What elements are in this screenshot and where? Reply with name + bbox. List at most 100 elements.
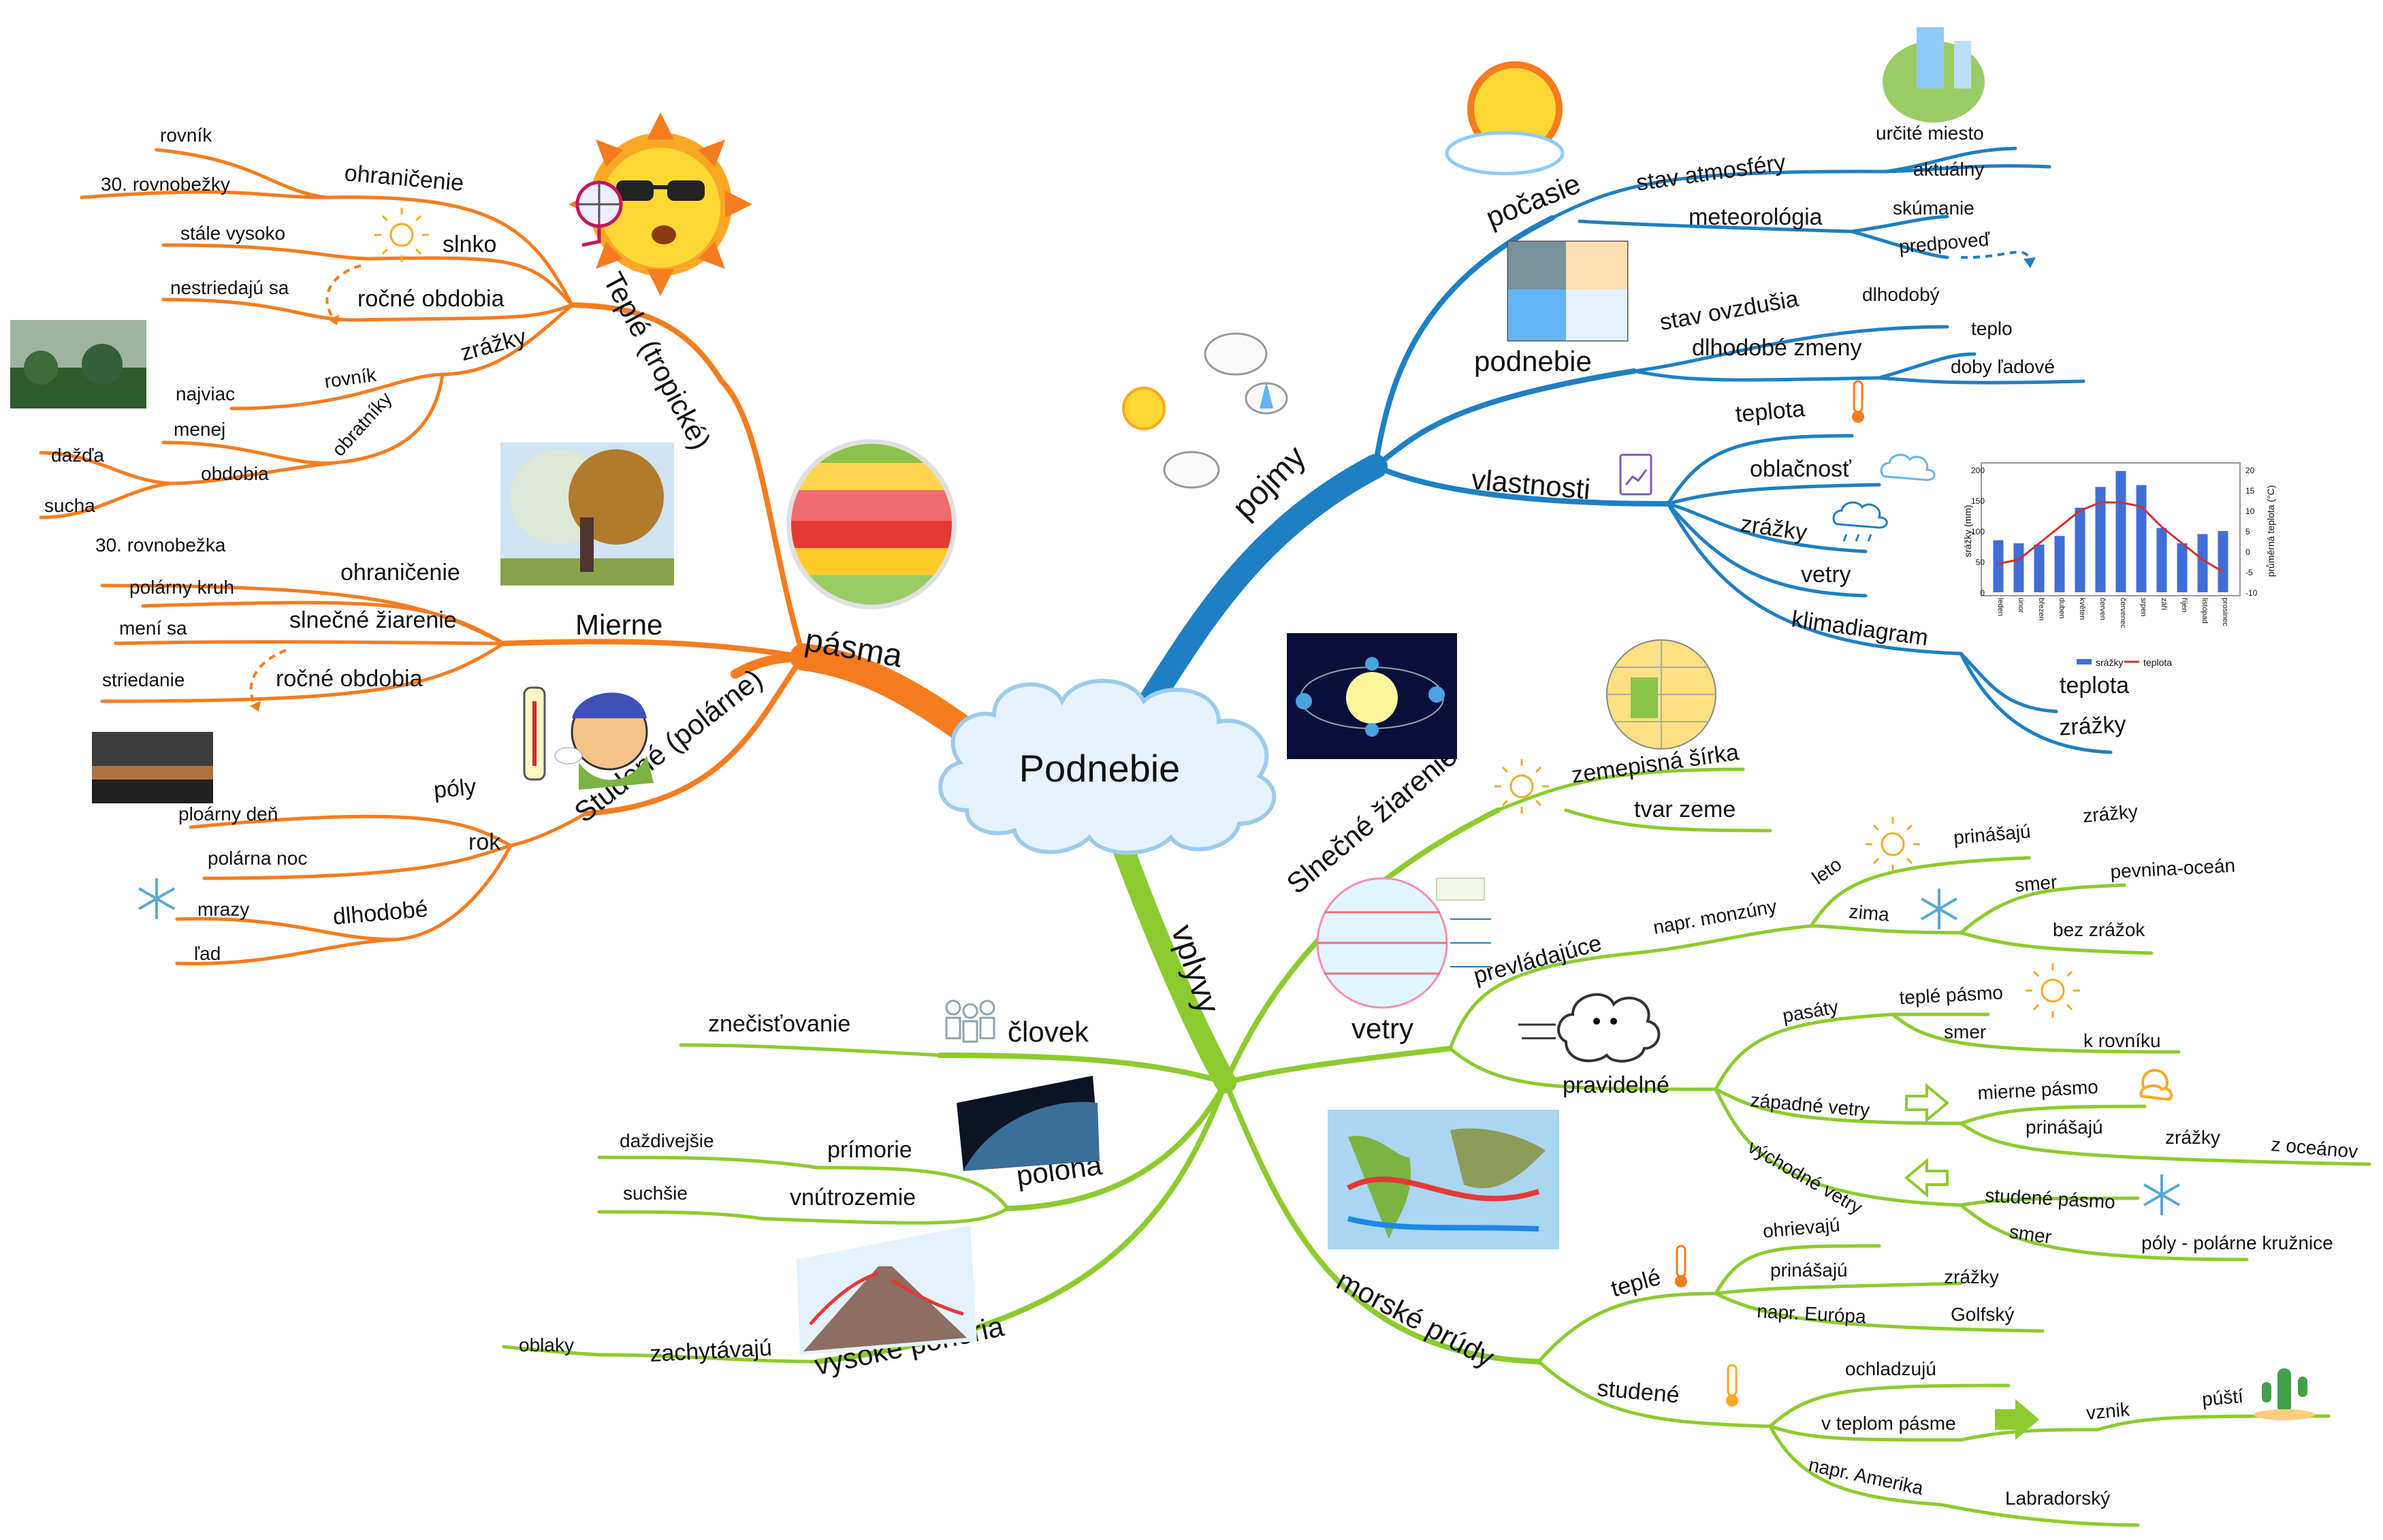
label-z-oceanov[interactable]: z oceánov [2270, 1134, 2358, 1162]
label-mierne-pasmo[interactable]: mierne pásmo [1977, 1076, 2099, 1104]
label-zrazky[interactable]: zrážky [458, 324, 529, 366]
label-stav-ovzdusia[interactable]: stav ovzdušia [1658, 286, 1801, 336]
label-rovnik-2[interactable]: rovník [323, 364, 379, 391]
label-vznik[interactable]: vznik [2085, 1398, 2131, 1424]
label-k-zrazky[interactable]: zrážky [2058, 711, 2126, 741]
label-nestriedaju-sa[interactable]: nestriedajú sa [170, 277, 289, 298]
label-napr-europa[interactable]: napr. Európa [1757, 1300, 1867, 1327]
label-polarna-noc[interactable]: polárna noc [208, 848, 307, 869]
label-meteorologia[interactable]: meteorológia [1689, 204, 1823, 230]
label-dazda[interactable]: dažďa [51, 445, 104, 466]
label-mierne-ohranicenie[interactable]: ohraničenie [340, 560, 460, 585]
label-morske-prudy[interactable]: morské prúdy [1332, 1264, 1500, 1373]
label-dazdivejsie[interactable]: daždivejšie [620, 1130, 714, 1151]
label-smer-3[interactable]: smer [2008, 1221, 2053, 1247]
label-clovek[interactable]: človek [1008, 1016, 1089, 1048]
label-dlhodobe-zmeny[interactable]: dlhodobé zmeny [1692, 335, 1862, 361]
label-pasaty[interactable]: pasáty [1781, 996, 1840, 1027]
label-obdobia[interactable]: obdobia [201, 463, 269, 484]
label-oblaky[interactable]: oblaky [519, 1334, 574, 1355]
label-teple-pasmo[interactable]: teplé pásmo [1899, 982, 2004, 1008]
label-doby-ladove[interactable]: doby ľadové [1951, 356, 2055, 377]
label-teplota[interactable]: teplota [1734, 396, 1806, 428]
label-poly[interactable]: póly [432, 774, 477, 803]
label-prinasaju-2[interactable]: prinášajú [2026, 1117, 2103, 1138]
label-oblacnost[interactable]: oblačnosť [1750, 456, 1852, 482]
label-suchsie[interactable]: suchšie [623, 1183, 688, 1204]
label-rovnik[interactable]: rovník [160, 125, 212, 146]
label-urcite-miesto[interactable]: určité miesto [1876, 123, 1984, 144]
label-mrazy[interactable]: mrazy [197, 899, 249, 920]
label-teplo[interactable]: teplo [1971, 318, 2013, 339]
polar-sunset-photo [92, 732, 213, 803]
label-vetry-zrazky[interactable]: zrážky [2082, 801, 2139, 827]
label-sucha[interactable]: sucha [44, 495, 95, 516]
label-ochladzuju[interactable]: ochladzujú [1845, 1358, 1936, 1379]
label-smer-2[interactable]: smer [1944, 1021, 1986, 1042]
label-ohrievaju[interactable]: ohrievajú [1762, 1214, 1841, 1242]
label-vnutrozemie[interactable]: vnútrozemie [790, 1185, 916, 1210]
label-pravidelne[interactable]: pravidelné [1563, 1072, 1669, 1098]
label-stav-atmosfery[interactable]: stav atmosféry [1635, 150, 1787, 196]
thermometer-warm-icon [1675, 1245, 1687, 1287]
center-cloud[interactable]: Podnebie [938, 679, 1277, 855]
label-zrazky-2[interactable]: zrážky [2165, 1127, 2220, 1148]
label-studene-pasmo[interactable]: studené pásmo [1985, 1185, 2116, 1213]
label-poly-polarne[interactable]: póly - polárne kružnice [2141, 1232, 2333, 1253]
label-dlhodobe[interactable]: dlhodobé [332, 896, 429, 930]
label-teple[interactable]: Teplé (tropické) [597, 267, 717, 455]
label-prinasaju[interactable]: prinášajú [1953, 820, 2032, 848]
label-prevladajuce[interactable]: prevládajúce [1471, 930, 1604, 989]
label-podnebie[interactable]: podnebie [1474, 345, 1592, 377]
label-vychodne-vetry[interactable]: východné vetry [1744, 1136, 1866, 1218]
label-predpoved[interactable]: predpoveď [1898, 228, 1992, 257]
chart-y2tick: 15 [2245, 486, 2255, 496]
label-30-rovnobezky[interactable]: 30. rovnobežky [101, 174, 230, 195]
label-pevnina-ocean[interactable]: pevnina-oceán [2110, 854, 2236, 882]
label-striedanie[interactable]: striedanie [102, 669, 185, 690]
label-znecistovanie[interactable]: znečisťovanie [708, 1011, 850, 1037]
label-labradorsky[interactable]: Labradorský [2005, 1488, 2110, 1509]
label-vlastnosti[interactable]: vlastnosti [1470, 463, 1592, 505]
label-smer[interactable]: smer [2014, 871, 2058, 896]
label-slnecne-ziarenie-v[interactable]: Slnečné žiarenie [1281, 739, 1463, 900]
label-pocasie[interactable]: počasie [1482, 167, 1585, 234]
label-stale-vysoko[interactable]: stále vysoko [180, 223, 285, 244]
label-mierne[interactable]: Mierne [575, 609, 662, 641]
label-polarny-den[interactable]: ploárny deň [178, 803, 278, 824]
label-slnecne-ziarenie[interactable]: slnečné žiarenie [289, 607, 457, 633]
label-vetry-v[interactable]: vetry [1352, 1012, 1413, 1044]
label-polarny-kruh[interactable]: polárny kruh [129, 577, 234, 598]
label-meni-sa[interactable]: mení sa [119, 617, 187, 639]
label-30-rovnobezka[interactable]: 30. rovnobežka [95, 534, 226, 556]
label-zima[interactable]: zima [1848, 901, 1890, 925]
label-skumanie[interactable]: skúmanie [1893, 197, 1974, 219]
label-slnko[interactable]: slnko [443, 231, 496, 257]
label-golfsky[interactable]: Golfský [1951, 1304, 2014, 1325]
label-dlhodoby[interactable]: dlhodobý [1862, 284, 1940, 305]
label-leto[interactable]: leto [1808, 854, 1846, 888]
label-najviac[interactable]: najviac [176, 383, 235, 404]
chart-bar [2197, 534, 2208, 592]
label-napr-amerika[interactable]: napr. Amerika [1807, 1454, 1925, 1499]
label-k-rovniku[interactable]: k rovníku [2083, 1030, 2161, 1051]
label-aktualny[interactable]: aktuálny [1913, 159, 1984, 180]
label-k-teplota[interactable]: teplota [2060, 673, 2129, 699]
label-primorie[interactable]: prímorie [827, 1137, 912, 1163]
label-menej[interactable]: menej [174, 419, 225, 440]
label-prinasaju-3[interactable]: prinášajú [1770, 1260, 1848, 1281]
label-tvar-zeme[interactable]: tvar zeme [1634, 797, 1736, 822]
label-ohranicenie[interactable]: ohraničenie [343, 160, 464, 196]
label-vetry[interactable]: vetry [1801, 562, 1851, 588]
label-studene-prudy[interactable]: studené [1596, 1375, 1680, 1408]
label-zrazky-3[interactable]: zrážky [1944, 1266, 1999, 1287]
label-mierne-rocne-obdobia[interactable]: ročné obdobia [276, 666, 423, 692]
label-v-teplom-pasme[interactable]: v teplom pásme [1821, 1413, 1956, 1434]
label-pusti[interactable]: púští [2201, 1385, 2244, 1410]
label-rok[interactable]: rok [468, 829, 501, 855]
label-lad[interactable]: ľad [194, 943, 221, 964]
label-rocne-obdobia[interactable]: ročné obdobia [357, 286, 505, 312]
label-vlastnosti-zrazky[interactable]: zrážky [1739, 511, 1809, 545]
label-zachytavaju[interactable]: zachytávajú [649, 1335, 772, 1367]
label-bez-zrazok[interactable]: bez zrážok [2053, 919, 2145, 940]
